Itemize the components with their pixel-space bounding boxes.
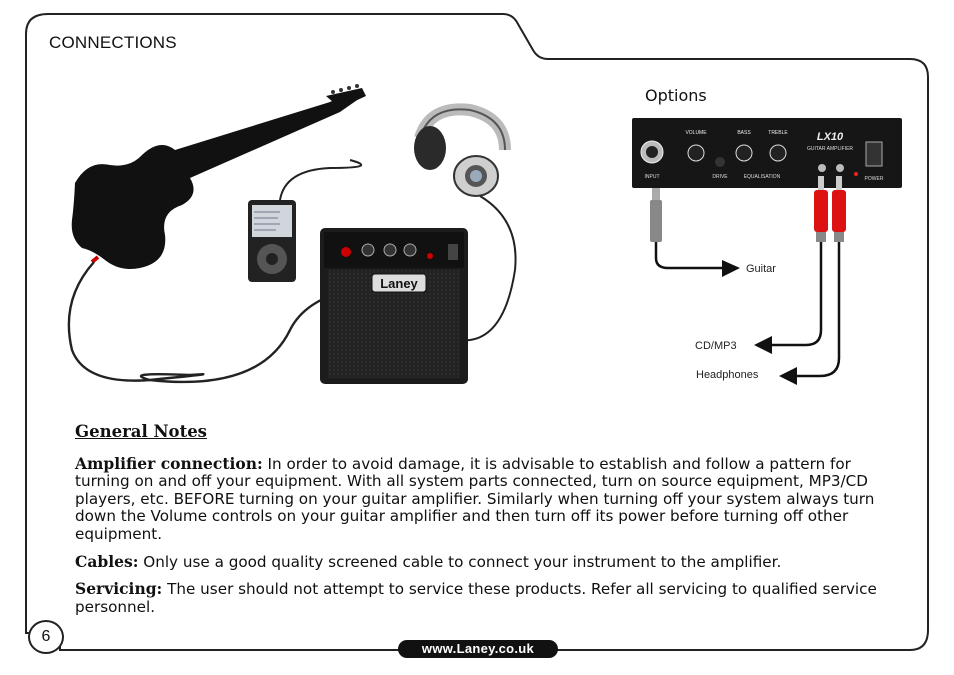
amp-panel-icon: INPUT VOLUME DRIVE BASS TREBLE EQUALISAT…: [632, 118, 902, 188]
section-title: CONNECTIONS: [49, 33, 177, 52]
jack-plug-icon: [650, 188, 662, 242]
guitar-label: Guitar: [746, 263, 776, 275]
cables-text: Only use a good quality screened cable t…: [138, 552, 782, 571]
cables-label: Cables:: [75, 551, 139, 571]
website-link[interactable]: www.Laney.co.uk: [398, 640, 558, 658]
svg-text:DRIVE: DRIVE: [712, 174, 728, 180]
svg-text:VOLUME: VOLUME: [685, 130, 707, 136]
general-notes: General Notes Amplifier connection: In o…: [75, 423, 895, 625]
amp-connection-note: Amplifier connection: In order to avoid …: [75, 453, 895, 544]
svg-text:EQUALISATION: EQUALISATION: [744, 174, 781, 180]
rca-plug-icon: [814, 176, 846, 242]
headphones-label: Headphones: [696, 369, 759, 381]
mp3-player-icon: [248, 200, 296, 282]
svg-text:INPUT: INPUT: [645, 174, 660, 180]
headphones-icon: [414, 103, 511, 197]
servicing-label: Servicing:: [75, 579, 163, 599]
cables-note: Cables: Only use a good quality screened…: [75, 551, 895, 572]
svg-text:BASS: BASS: [737, 130, 751, 136]
servicing-text: The user should not attempt to service t…: [75, 580, 877, 616]
amp-connection-label: Amplifier connection:: [75, 453, 263, 473]
amplifier-icon: Laney: [320, 228, 468, 384]
options-title: Options: [645, 86, 707, 105]
cd-mp3-label: CD/MP3: [695, 340, 737, 352]
servicing-note: Servicing: The user should not attempt t…: [75, 580, 895, 616]
guitar-icon: [71, 84, 366, 269]
connection-illustration: Laney INPUT VOLUME DRIVE BASS TREBLE EQU…: [67, 84, 902, 385]
svg-text:TREBLE: TREBLE: [768, 130, 788, 136]
svg-text:LX10: LX10: [817, 131, 844, 143]
notes-heading: General Notes: [75, 422, 207, 441]
amp-connection-text: In order to avoid damage, it is advisabl…: [75, 454, 875, 543]
svg-text:POWER: POWER: [865, 176, 884, 182]
svg-text:Laney: Laney: [380, 276, 418, 291]
arrow-icon: [722, 260, 740, 277]
page-number: 6: [28, 620, 64, 654]
svg-text:GUITAR AMPLIFIER: GUITAR AMPLIFIER: [807, 146, 853, 152]
